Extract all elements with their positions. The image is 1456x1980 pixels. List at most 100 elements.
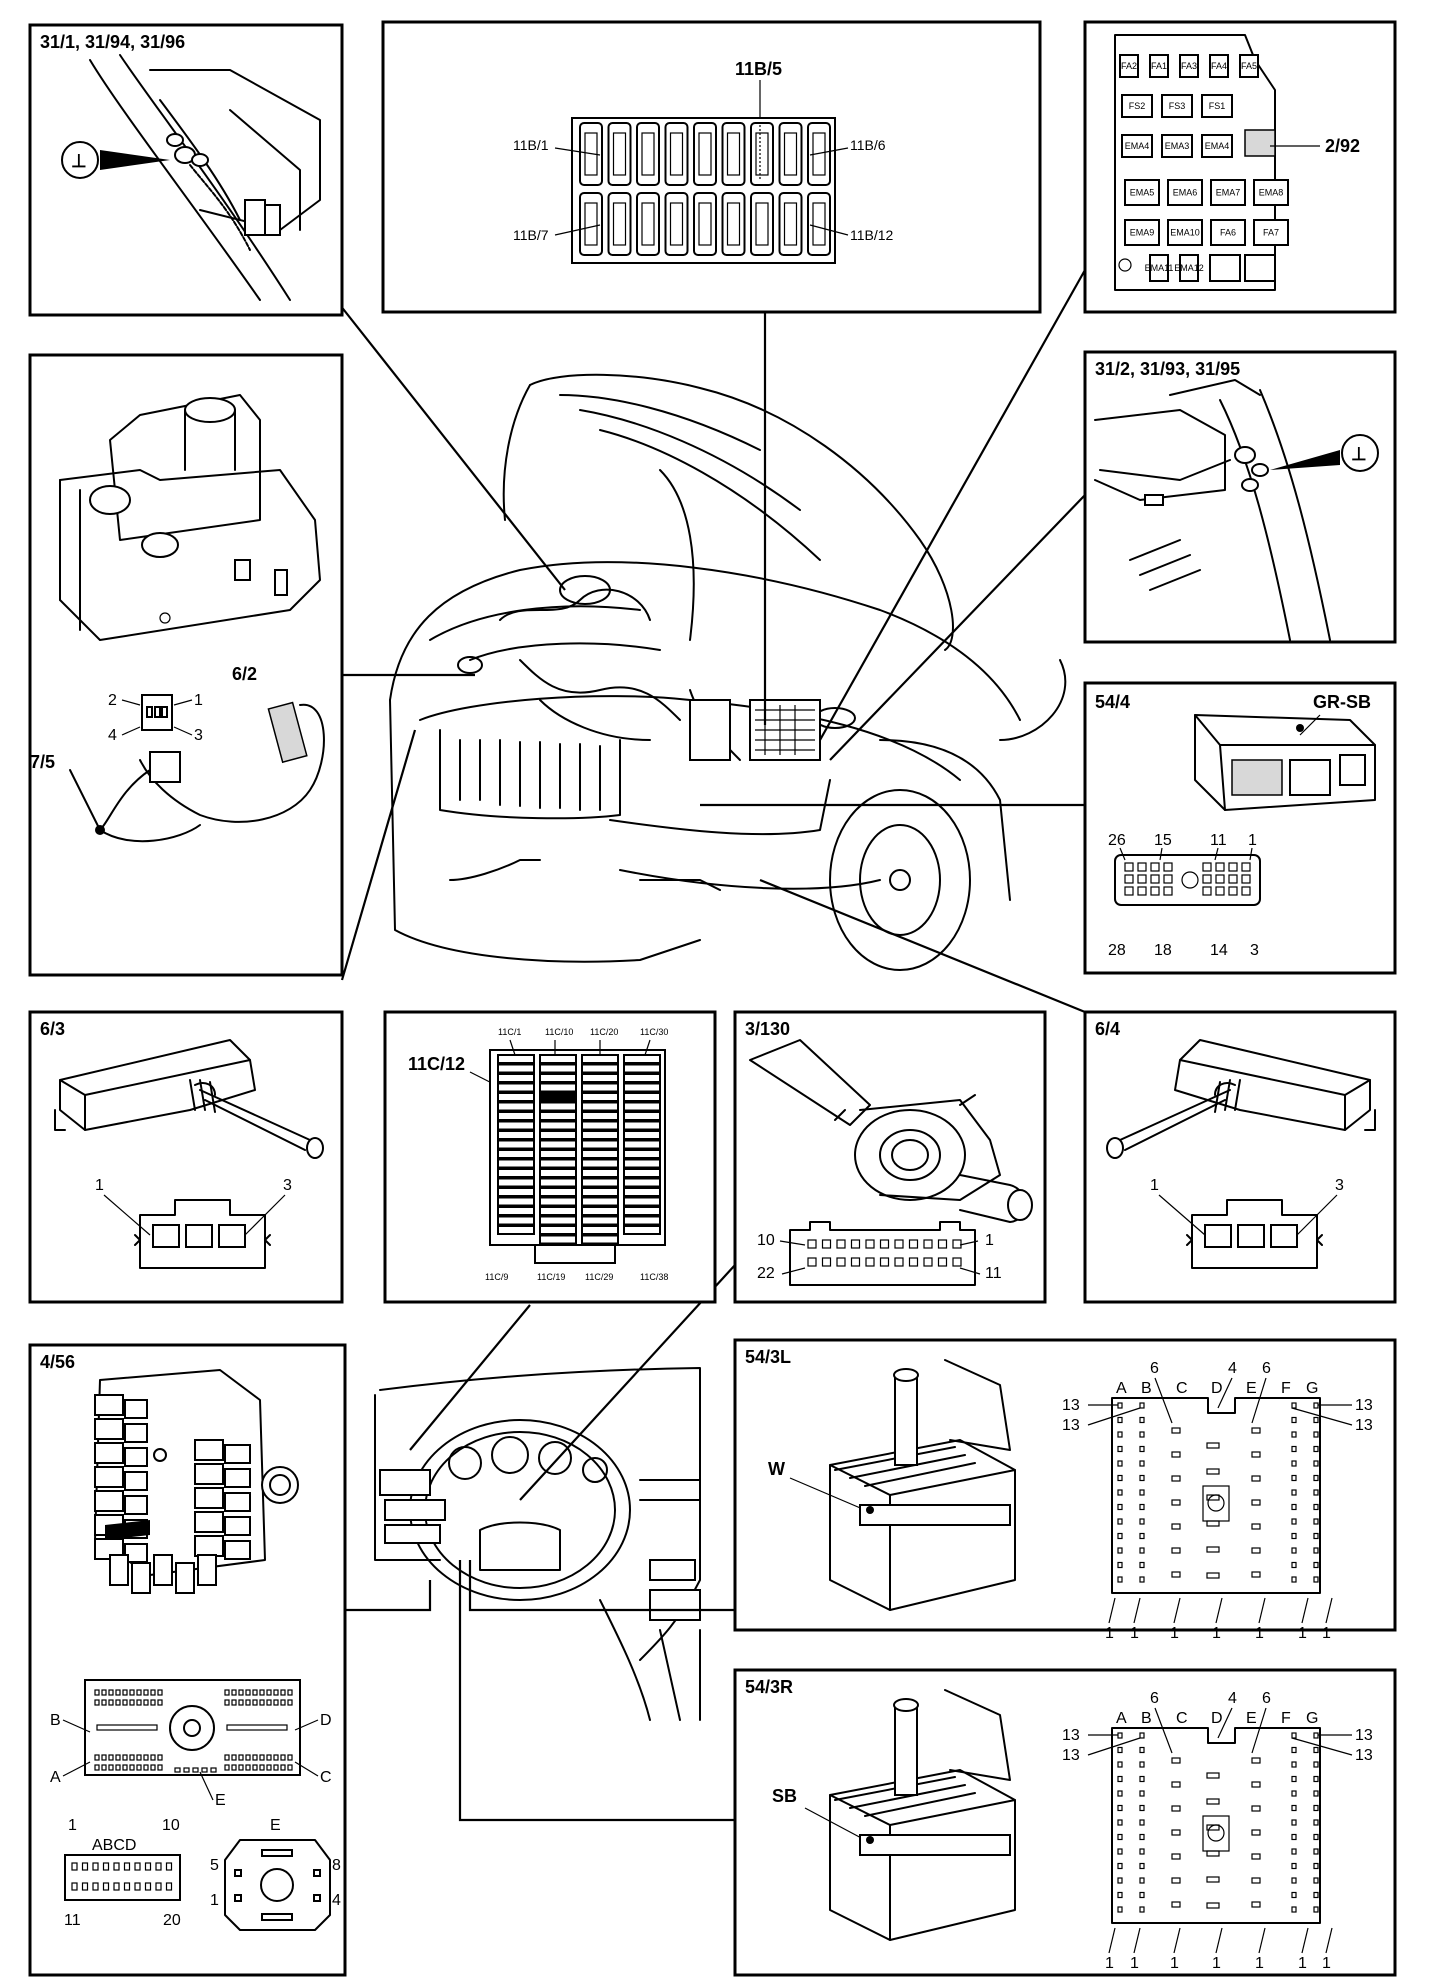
- round-connector-label: E: [270, 1817, 281, 1834]
- pin: [259, 1764, 265, 1771]
- fuse: [497, 1206, 535, 1216]
- fuse-element: [641, 132, 655, 176]
- fuse: [623, 1187, 661, 1197]
- pin: [1206, 1546, 1220, 1553]
- pin: [102, 1882, 110, 1891]
- pin-leader: [1087, 1737, 1141, 1756]
- fuse-element: [669, 132, 684, 176]
- pin: [183, 1767, 190, 1773]
- pin: [1313, 1503, 1319, 1511]
- pin-leader: [1215, 1927, 1223, 1954]
- pin: [273, 1764, 279, 1771]
- pin: [1215, 874, 1225, 884]
- fuse: [581, 1092, 619, 1102]
- relay-cell-label: EMA10: [1170, 228, 1200, 238]
- relay-cell-highlight: [1244, 129, 1276, 157]
- fuse: [539, 1130, 577, 1140]
- pin: [1117, 1746, 1123, 1754]
- pin: [1251, 1805, 1261, 1812]
- pin-leader: [1108, 1927, 1116, 1954]
- fuse: [497, 1092, 535, 1102]
- pin: [1117, 1460, 1123, 1467]
- pin: [280, 1689, 286, 1696]
- relay-cell-label: FA1: [1151, 61, 1167, 71]
- panel-title: 4/56: [40, 1352, 75, 1372]
- fuse: [581, 1158, 619, 1169]
- pin: [821, 1257, 832, 1267]
- relay-cell: [1119, 54, 1139, 78]
- pin: [1241, 886, 1251, 896]
- pin-number: 13: [1062, 1397, 1080, 1414]
- pin-leader: [1154, 1377, 1173, 1424]
- pin-leader: [1087, 1407, 1141, 1426]
- pin: [1139, 1460, 1145, 1467]
- pin-bar: [96, 1724, 158, 1731]
- pin: [1163, 874, 1173, 884]
- relay-block: [224, 1444, 251, 1464]
- pin: [92, 1862, 99, 1871]
- pin: [1313, 1833, 1319, 1841]
- pin: [879, 1257, 890, 1267]
- panel-fusebox-11b: 11B/5 11B/1 11B/6 11B/7 11B/12: [381, 20, 1042, 314]
- pin: [1313, 1761, 1319, 1768]
- relay-cell-label: FA6: [1220, 228, 1236, 238]
- pin: [143, 1689, 149, 1696]
- pin-number: 1: [1130, 1955, 1139, 1972]
- pin: [1251, 1523, 1261, 1530]
- pin: [1291, 1561, 1297, 1569]
- pin: [157, 1689, 163, 1696]
- relay-cell: [1121, 94, 1153, 118]
- pin: [1291, 1431, 1297, 1438]
- fuse-element: [783, 132, 798, 176]
- pin: [1291, 1445, 1297, 1453]
- pin: [1139, 1848, 1145, 1855]
- socket-illustration: [829, 1689, 1016, 1941]
- fuse: [623, 1082, 661, 1093]
- pin: [894, 1239, 904, 1249]
- pin: [1313, 1775, 1319, 1783]
- fuse: [539, 1120, 577, 1131]
- fuse: [623, 1139, 661, 1150]
- fuse: [539, 1177, 577, 1188]
- pin: [1124, 862, 1134, 872]
- pin-label: 1: [95, 1177, 104, 1194]
- pin: [81, 1882, 89, 1891]
- pin: [280, 1754, 286, 1761]
- pin: [1117, 1906, 1123, 1913]
- pin: [1291, 1416, 1297, 1424]
- cem-connector-pins: [94, 1689, 293, 1773]
- pin-leader: [1133, 1927, 1141, 1954]
- pin: [238, 1699, 244, 1706]
- fuse: [497, 1082, 535, 1093]
- pin-number: 4: [1228, 1690, 1237, 1707]
- pin: [252, 1689, 258, 1696]
- pin: [129, 1754, 135, 1761]
- sensor-title: 7/5: [30, 752, 55, 772]
- pin: [101, 1699, 107, 1706]
- pin: [287, 1754, 293, 1761]
- pin: [136, 1754, 142, 1761]
- pin: [1206, 1798, 1220, 1805]
- relay-cell: [1244, 254, 1276, 282]
- pin-leader: [1217, 1707, 1233, 1739]
- relay-cell: [1167, 179, 1203, 206]
- fuse: [623, 1196, 661, 1207]
- fuse-element: [726, 132, 741, 176]
- relay-cell-label: EMA11: [1145, 263, 1174, 273]
- fuse: [539, 1206, 577, 1216]
- panel-washer-nozzle-left: 6/3 1 3: [28, 1010, 344, 1304]
- pin-leader: [1108, 1597, 1116, 1624]
- relay-cell-label: FA2: [1121, 61, 1137, 71]
- pin: [1117, 1576, 1123, 1583]
- pin: [245, 1754, 251, 1761]
- relay-cell-label: FA7: [1263, 228, 1279, 238]
- pin: [266, 1764, 272, 1771]
- pin: [1117, 1862, 1123, 1870]
- pin-number: 6: [1262, 1690, 1271, 1707]
- pin-label: 1: [1248, 832, 1257, 849]
- fuse: [664, 122, 689, 186]
- pin: [273, 1689, 279, 1696]
- pin: [1117, 1775, 1123, 1783]
